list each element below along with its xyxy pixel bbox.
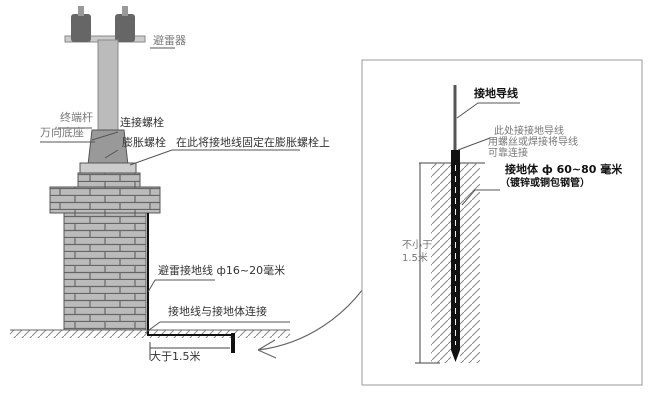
label-arrester: 避雷器 [153,34,186,47]
label-universal-base: 万向底座 [40,126,84,139]
label-depth-1: 不小于 [402,240,432,251]
ground-wire [147,213,233,336]
label-depth-2: 1.5米 [402,253,428,264]
label-connecting-bolt: 连接螺栓 [120,116,164,129]
label-electrode: 接地体 ф 60~80 毫米 [505,163,623,176]
label-ground-wire: 避雷接地线 ф16~20毫米 [158,264,286,277]
ground-rod-small [231,333,235,353]
label-connection: 接地线与接地体连接 [168,305,267,318]
label-expansion-bolt: 膨胀螺栓 [122,136,166,149]
ground-electrode [451,150,460,350]
label-ground-lead: 接地导线 [474,87,518,100]
label-note-1: 此处接接地导线 [494,126,564,137]
label-fix-note: 在此将接地线固定在膨胀螺栓上 [176,136,330,149]
label-electrode-material: （镀锌或铜包钢管） [500,178,590,189]
label-distance: 大于1.5米 [150,350,201,363]
brick-column [49,172,161,331]
label-note-2: 用螺丝或焊接将导线 [488,137,578,148]
detail-panel [361,59,643,386]
lightning-arrester-icon [64,6,146,43]
label-note-3: 可靠连接 [488,148,528,159]
label-terminal-pole: 终端杆 [60,111,93,124]
